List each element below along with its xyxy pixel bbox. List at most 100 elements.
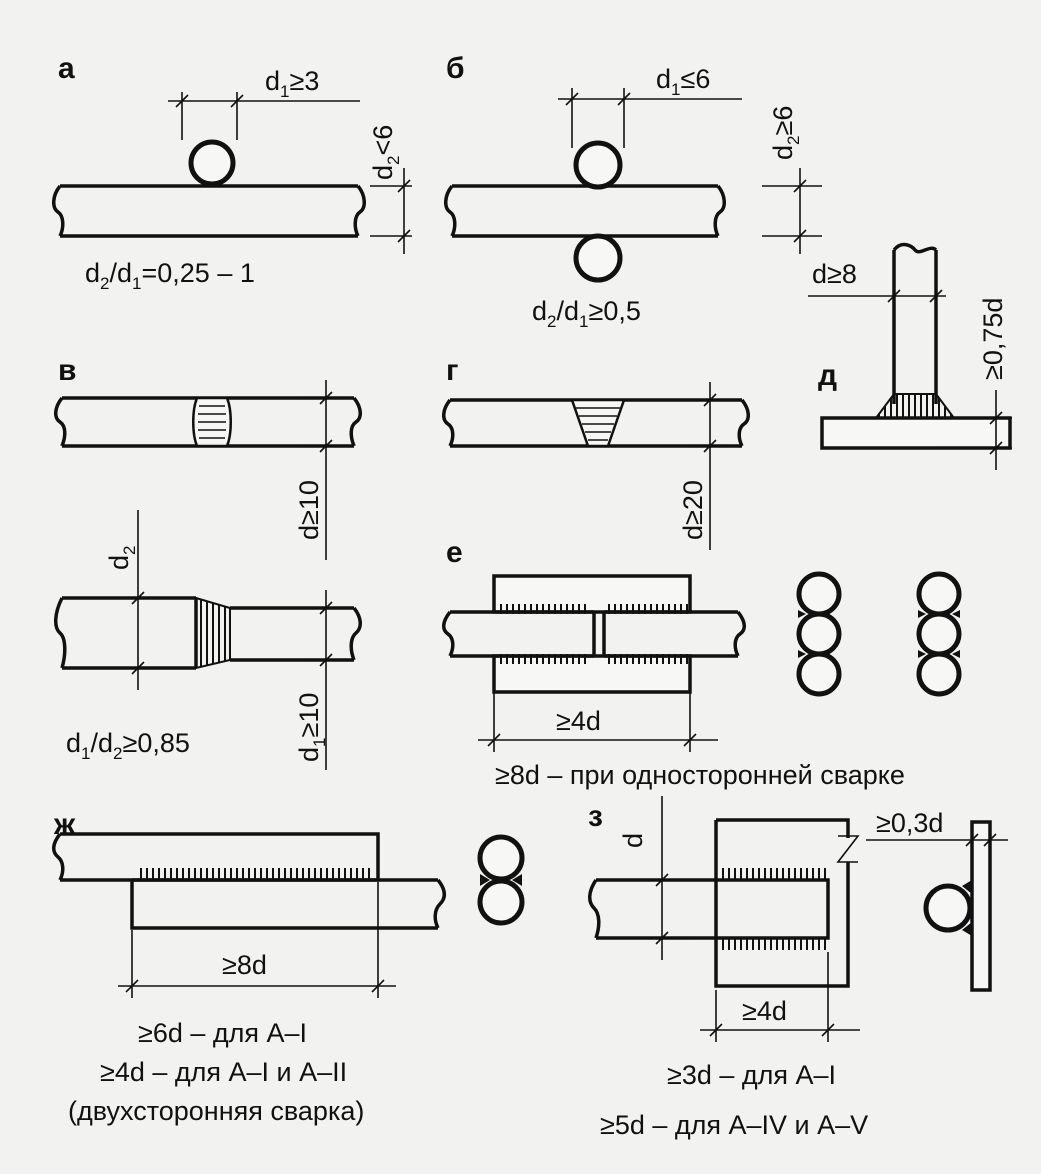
panel-zh-lower-bar: [130, 878, 438, 930]
panel-e-section2-bottom: [916, 651, 962, 697]
panel-zh-lap-weld: [136, 868, 374, 880]
panel-v-d1-label: d1≥10: [294, 693, 329, 762]
panel-g-weld-ripples: [576, 407, 620, 441]
panel-e-section1-top: [796, 571, 842, 617]
panel-d-diameter-dimension: [808, 289, 946, 303]
panel-a-d2-label: d2<6: [368, 125, 403, 180]
panel-e-note: ≥8d – при односторонней сварке: [495, 760, 905, 790]
panel-e-letter: е: [446, 536, 463, 569]
panel-zh-section-welds: [480, 874, 522, 886]
panel-v-transition-weld: [195, 596, 231, 670]
panel-z-weld-top: [720, 868, 826, 880]
panel-z-letter: з: [588, 800, 603, 833]
panel-zh-section-top: [477, 834, 525, 882]
panel-g-bar-break-right: [737, 398, 750, 447]
panel-a-cross-bar: [188, 139, 236, 187]
panel-v-bar-break-right: [349, 396, 362, 447]
panel-d-fillet-weld: [874, 393, 956, 419]
panel-a-d1-label: d1≥3: [265, 66, 319, 101]
panel-e-section1-middle: [796, 611, 842, 657]
panel-e-section2-middle: [916, 611, 962, 657]
panel-a-d1-dimension: [168, 92, 360, 140]
panel-zh-note-2: ≥4d – для A–I и A–II: [100, 1057, 347, 1087]
panel-e: е ≥4d ≥8d – при односторонней сварке: [442, 536, 962, 790]
panel-z-d-dimension: [648, 796, 690, 960]
panel-d-letter: д: [818, 359, 837, 392]
panel-z-plate: [714, 818, 850, 988]
panel-v: в d≥10 d2 d1≥10 d1/d2≥0,85: [54, 354, 362, 770]
panel-a-ratio: d2/d1=0,25 – 1: [85, 258, 255, 293]
panel-e-weld-bottom-left: [498, 654, 590, 664]
panel-g: г d≥20: [442, 354, 750, 550]
panel-a-bar: [60, 184, 358, 238]
panel-a-d2-dimension: [370, 168, 412, 254]
panel-d-height-label: ≥0,75d: [978, 298, 1008, 380]
panel-v-d2-dimension: [130, 510, 158, 690]
panel-b-ratio: d2/d1≥0,5: [532, 296, 641, 331]
panel-e-weld-top-right: [608, 604, 688, 614]
panel-g-bar-break-left: [442, 398, 455, 447]
panel-e-section2-top: [916, 571, 962, 617]
panel-v-bar-break-left: [54, 396, 67, 447]
panel-e-section1-bottom: [796, 651, 842, 697]
panel-zh-note-1: ≥6d – для A–I: [138, 1018, 307, 1048]
panel-zh-dimension: [118, 882, 396, 998]
panel-z-length-dimension: [700, 952, 860, 1042]
panel-v-ratio: d1/d2≥0,85: [66, 728, 190, 763]
panel-z-weld-bottom: [720, 938, 826, 950]
panel-z-d-label: d: [618, 833, 648, 848]
panel-b-bar: [452, 184, 718, 238]
panel-zh-lower-bar-break: [433, 878, 446, 929]
panel-g-v-groove-weld: [570, 398, 626, 448]
panel-d-plate: [820, 416, 1012, 450]
panel-v-large-bar-break: [54, 597, 67, 669]
panel-d-height-dimension: [940, 390, 1012, 470]
panel-z-plate-break: [836, 835, 860, 863]
panel-b-bar-break-right: [713, 184, 726, 237]
panel-d-vertical-bar: [892, 242, 938, 404]
panel-z-section-bar: [923, 883, 973, 933]
panel-b-cross-bar-top: [573, 140, 623, 190]
panel-g-dimension: [690, 382, 728, 550]
panel-e-weld-top-left: [498, 604, 590, 614]
panel-e-section2-welds: [918, 610, 960, 658]
panel-e-section1-welds: [798, 610, 806, 658]
panel-b-d2-dimension: [762, 168, 822, 254]
panel-e-dimension-label: ≥4d: [556, 706, 601, 736]
panel-b-d1-dimension: [558, 88, 742, 148]
panel-z-bar: [596, 878, 830, 940]
panel-v-dimension-label: d≥10: [294, 480, 324, 540]
panel-b-bar-break-left: [444, 184, 457, 237]
panel-e-weld-bottom-right: [608, 654, 688, 664]
panel-zh-section-bottom: [477, 878, 525, 926]
panel-zh-upper-bar-break: [52, 832, 65, 881]
panel-zh-dimension-label: ≥8d: [222, 950, 267, 980]
panel-v-d1-dimension: [300, 590, 340, 770]
panel-v-small-bar-break: [349, 606, 362, 661]
panel-a: а d1≥3 d2<6 d2/d1=0,25 – 1: [52, 52, 412, 293]
panel-z-note-2: ≥5d – для A–IV и A–V: [600, 1110, 868, 1140]
panel-b-d1-label: d1≤6: [656, 64, 710, 99]
panel-e-dimension: [478, 692, 718, 752]
panel-z-note-1: ≥3d – для A–I: [667, 1060, 836, 1090]
panel-a-letter: а: [58, 52, 75, 85]
panel-b-d2-label: d2≥6: [768, 106, 803, 160]
panel-z-thickness-dimension: [866, 833, 1008, 847]
panel-v-small-bar: [230, 606, 354, 662]
panel-v-dimension: [300, 380, 340, 560]
panel-z-thickness-label: ≥0,3d: [876, 808, 943, 838]
panel-v-large-bar: [62, 596, 198, 670]
panel-g-dimension-label: d≥20: [678, 480, 708, 540]
panel-v-d2-label: d2: [104, 546, 139, 571]
panel-d: д d≥8 ≥0,75d: [808, 242, 1012, 470]
panel-z-length-label: ≥4d: [742, 996, 787, 1026]
panel-e-bar-break-left: [442, 610, 455, 657]
panel-b-cross-bar-bottom: [573, 233, 623, 283]
panel-zh: ж ≥8d ≥6d – для A–I ≥4d – для A–I и A–II…: [52, 808, 525, 1126]
panel-e-main-bars: [450, 610, 738, 658]
panel-z: з d ≥4d ≥3d – для A–I ≥5d – для A–IV и A…: [588, 796, 1008, 1140]
panel-g-letter: г: [446, 354, 459, 387]
panel-z-section-plate: [970, 820, 992, 992]
